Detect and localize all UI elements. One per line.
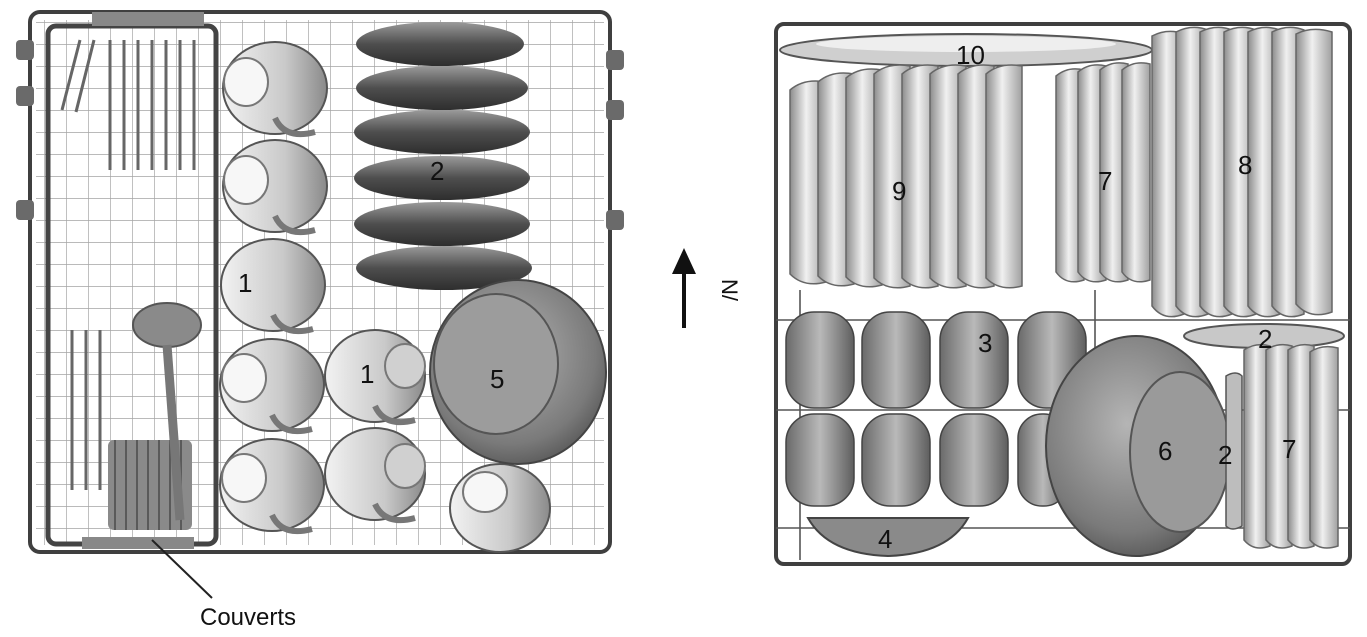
label-saucer-top: 2 [1258, 324, 1272, 354]
cup [220, 439, 324, 531]
right-rack: 10 9 7 8 3 2 6 2 7 4 [776, 24, 1350, 564]
label-saucer-side: 2 [1218, 440, 1232, 470]
label-saucers: 2 [430, 156, 444, 186]
label-large-bowl: 6 [1158, 436, 1172, 466]
label-bowl: 5 [490, 364, 504, 394]
cutlery-caption: Couverts [200, 604, 296, 631]
cup [223, 42, 327, 134]
label-large-platter: 10 [956, 40, 985, 70]
label-plates-7-upper: 7 [1098, 166, 1112, 196]
label-plates-9: 9 [892, 176, 906, 206]
cup [220, 339, 324, 431]
label-plates-8: 8 [1238, 150, 1252, 180]
cup [223, 140, 327, 232]
cup [325, 330, 425, 422]
label-small-dish: 4 [878, 524, 892, 554]
label-cups-upper: 1 [238, 268, 252, 298]
label-glasses: 3 [978, 328, 992, 358]
bowl [430, 280, 606, 464]
label-plates-7-lower: 7 [1282, 434, 1296, 464]
large-bowl [1046, 336, 1230, 556]
label-cups-lower: 1 [360, 359, 374, 389]
cup [325, 428, 425, 520]
cup [221, 239, 325, 331]
left-rack: 1 1 2 5 Couverts [16, 12, 624, 631]
arrow-up-icon [672, 248, 696, 274]
arrow-label: N/ [717, 279, 742, 302]
orientation-indicator: N/ [672, 248, 742, 328]
glasses-group [786, 312, 1086, 506]
cup [450, 464, 550, 552]
